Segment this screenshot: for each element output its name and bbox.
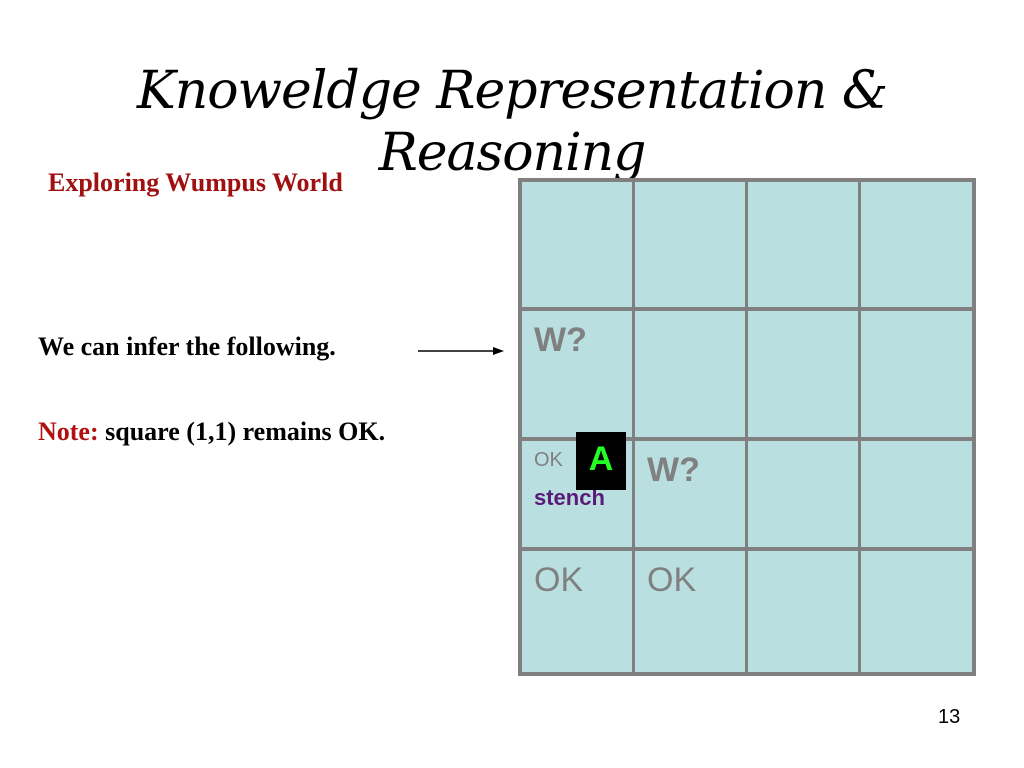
grid-cell-r2c4 bbox=[861, 311, 972, 437]
grid-cell-r3c4 bbox=[861, 441, 972, 547]
wumpus-maybe-label: W? bbox=[534, 321, 587, 359]
grid-cell-r3c3 bbox=[748, 441, 858, 547]
grid-cell-r1c1 bbox=[522, 182, 632, 307]
grid-cell-r1c3 bbox=[748, 182, 858, 307]
grid-cell-r4c4 bbox=[861, 551, 972, 672]
ok-label: OK bbox=[647, 561, 697, 599]
note-label: Note: bbox=[38, 417, 99, 446]
agent-label: A bbox=[588, 440, 614, 478]
grid-cell-r4c2: OK bbox=[635, 551, 745, 672]
grid-cell-r2c1: W? bbox=[522, 311, 632, 437]
slide-title: Knoweldge Representation & Reasoning bbox=[136, 61, 888, 184]
grid-cell-r4c1: OK bbox=[522, 551, 632, 672]
ok-label: OK bbox=[534, 449, 563, 471]
agent-marker: A bbox=[576, 432, 626, 490]
note-body: square (1,1) remains OK. bbox=[98, 417, 386, 446]
ok-label: OK bbox=[534, 561, 584, 599]
grid-cell-r2c3 bbox=[748, 311, 858, 437]
grid-cell-r1c2 bbox=[635, 182, 745, 307]
page-number: 13 bbox=[938, 706, 961, 728]
grid-cell-r2c2 bbox=[635, 311, 745, 437]
grid-cell-r4c3 bbox=[748, 551, 858, 672]
wumpus-maybe-label: W? bbox=[647, 451, 700, 489]
grid-cell-r1c4 bbox=[861, 182, 972, 307]
note-paragraph: Note: square (1,1) remains OK. bbox=[38, 412, 458, 452]
slide-subtitle: Exploring Wumpus World bbox=[48, 168, 343, 197]
wumpus-grid: W? OK stench W? OK OK bbox=[518, 178, 976, 676]
grid-cell-r3c2: W? bbox=[635, 441, 745, 547]
infer-text: We can infer the following. bbox=[38, 332, 336, 361]
